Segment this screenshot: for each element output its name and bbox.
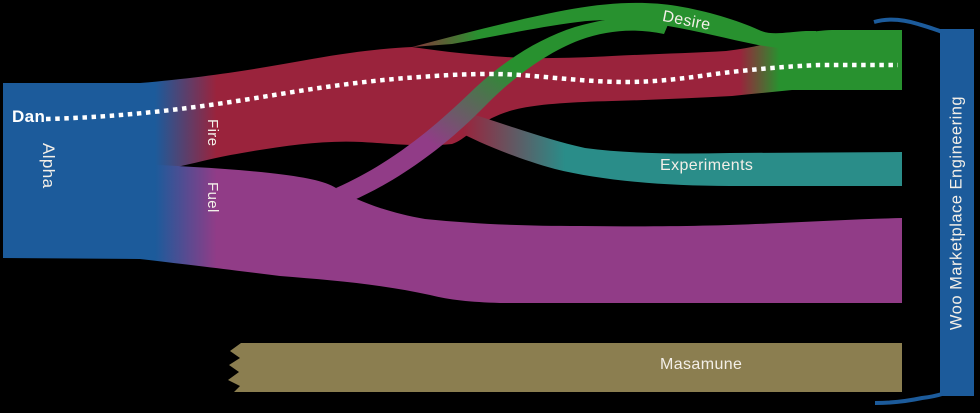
flow-fire-experiments [435,107,902,186]
flow-fire-desire [412,2,816,52]
flow-fuel-desire [336,16,670,201]
node-label-alpha: Alpha [39,143,58,189]
group-bracket-bottom-swoosh [874,392,943,405]
group-label-woo-marketplace-engineering: Woo Marketplace Engineering [947,95,966,331]
group-bracket-top-swoosh [873,17,943,34]
person-label-dan: Dan [12,107,46,126]
node-label-fire: Fire [204,119,221,147]
node-label-experiments: Experiments [660,157,754,174]
flow-alpha-fire-desire [3,30,902,168]
dan-dotted-path [45,62,898,122]
node-masamune-stream [228,343,902,392]
flow-alpha-fuel [3,161,902,303]
node-label-masamune: Masamune [660,356,743,373]
node-label-fuel: Fuel [204,182,221,213]
group-bracket-bar [940,29,974,396]
